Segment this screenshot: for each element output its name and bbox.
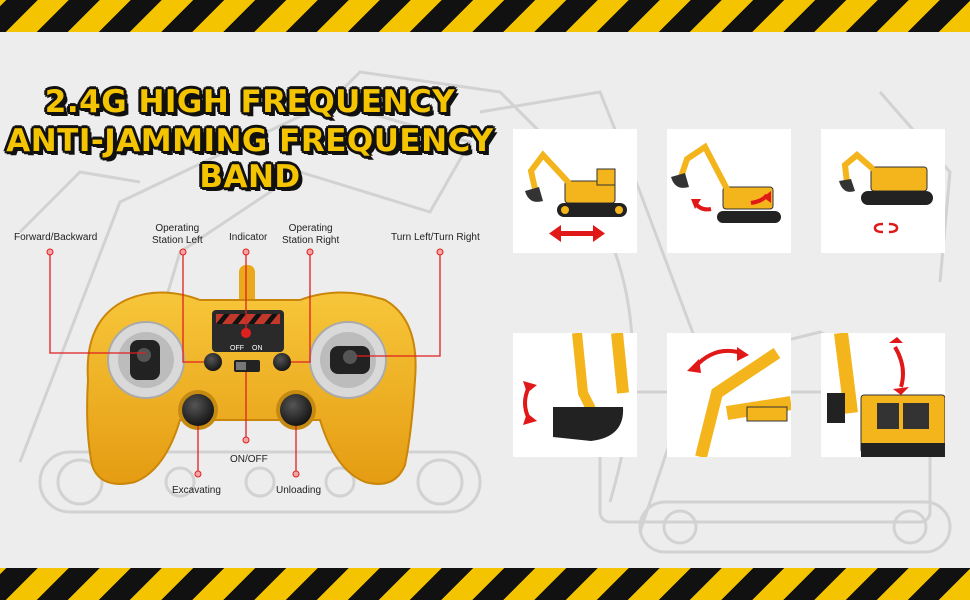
excavator-icon	[525, 150, 627, 217]
label-operating-station-right: Operating Station Right	[282, 223, 339, 247]
curved-arrow-vertical-icon	[889, 337, 909, 395]
callout-dots	[46, 248, 444, 478]
operating-station-left-button[interactable]	[204, 353, 222, 371]
label-operating-station-left: Operating Station Left	[152, 223, 203, 247]
label-operating-station-left-line1: Operating	[155, 223, 200, 234]
operating-station-right-button[interactable]	[273, 353, 291, 371]
switch-on-text: ON	[252, 345, 263, 352]
indicator-light	[241, 328, 251, 338]
tile-drive-forward-backward	[513, 129, 637, 253]
remote-controller: OFF ON	[46, 248, 444, 485]
label-unloading: Unloading	[276, 485, 322, 496]
label-on-off: ON/OFF	[230, 454, 268, 465]
unloading-button[interactable]	[280, 394, 312, 426]
label-operating-station-right-line2: Station Right	[282, 235, 340, 246]
display-stripe	[216, 314, 280, 324]
hazard-stripe-top	[0, 0, 970, 32]
label-excavating: Excavating	[172, 485, 221, 496]
turn-arrows-icon	[873, 222, 899, 234]
switch-off-text: OFF	[230, 345, 244, 352]
tile-boom-up-down	[821, 333, 945, 457]
hazard-stripe-bottom	[0, 568, 970, 600]
label-turn-left-right: Turn Left/Turn Right	[391, 232, 480, 243]
curved-arrow-vertical-icon	[523, 381, 537, 425]
curved-arrow-arc-icon	[687, 347, 749, 373]
tile-stick-move	[667, 333, 791, 457]
label-indicator: Indicator	[229, 232, 268, 243]
excavating-button[interactable]	[182, 394, 214, 426]
tile-turn-left-right	[821, 129, 945, 253]
callout-lines	[49, 252, 441, 474]
label-operating-station-left-line2: Station Left	[152, 235, 203, 246]
excavator-icon	[839, 151, 933, 205]
bucket-arm-icon	[553, 333, 629, 441]
tile-bucket-curl	[513, 333, 637, 457]
headline-line-1: 2.4G HIGH FREQUENCY	[44, 84, 456, 120]
tile-rotate-cab	[667, 129, 791, 253]
boom-stick-icon	[695, 348, 791, 457]
excavator-cab-icon	[827, 333, 945, 457]
headline-line-2: ANTI-JAMMING FREQUENCY BAND	[6, 123, 494, 195]
label-forward-backward: Forward/Backward	[14, 232, 98, 243]
double-arrow-horizontal-icon	[549, 225, 605, 242]
label-operating-station-right-line1: Operating	[288, 223, 333, 234]
excavator-icon	[671, 142, 781, 223]
